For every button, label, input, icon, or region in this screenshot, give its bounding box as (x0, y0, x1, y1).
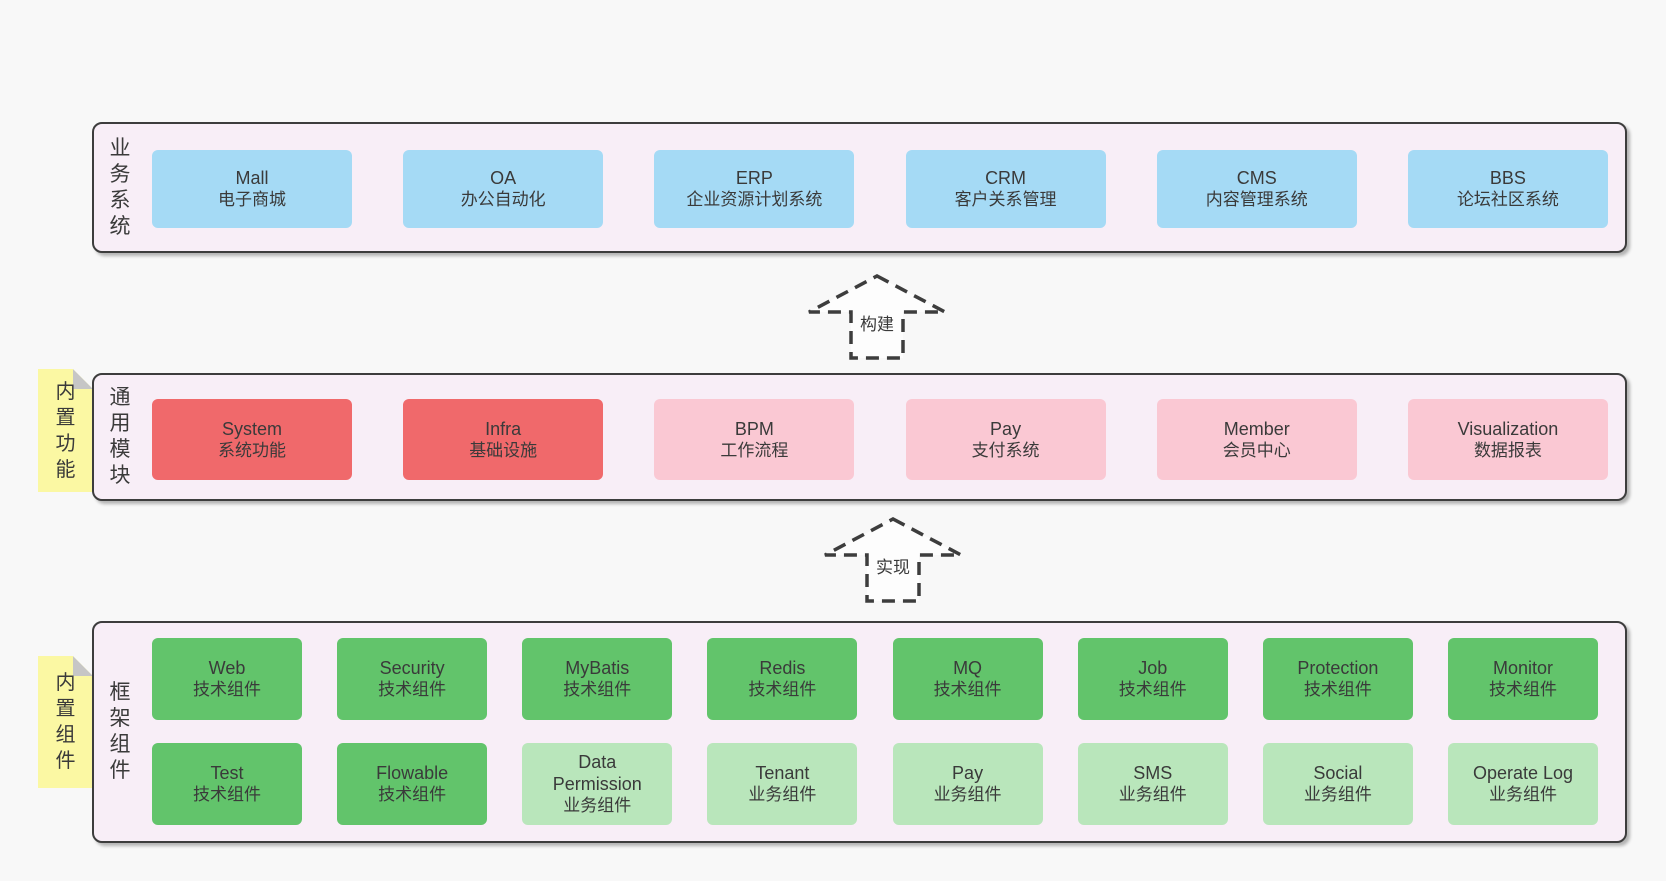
arrow-implement-label: 实现 (873, 553, 913, 578)
box-title: Mall (235, 168, 269, 188)
box-subtitle: 内容管理系统 (1205, 190, 1308, 209)
box-subtitle: 企业资源计划系统 (686, 190, 823, 209)
arrow-implement: 实现 (823, 517, 963, 603)
box-flowable: Flowable 技术组件 (337, 743, 488, 825)
arrow-build: 构建 (807, 274, 947, 360)
box-erp: ERP 企业资源计划系统 (654, 150, 855, 228)
box-subtitle: 系统功能 (218, 440, 286, 460)
section-label-modules: 通用模块 (109, 385, 131, 488)
box-system: System 系统功能 (152, 399, 352, 480)
box-subtitle: 工作流程 (720, 440, 789, 460)
box-test: Test 技术组件 (152, 743, 302, 825)
section-label-business: 业务系统 (109, 136, 131, 238)
arrow-build-label: 构建 (857, 310, 897, 335)
box-title: MQ (953, 658, 983, 678)
box-subtitle: 技术组件 (378, 680, 447, 699)
box-subtitle: 技术组件 (193, 785, 261, 804)
box-subtitle: 数据报表 (1473, 440, 1542, 460)
section-label-framework: 框架组件 (109, 680, 131, 783)
box-title: ERP (735, 168, 773, 188)
box-cms: CMS 内容管理系统 (1156, 150, 1357, 228)
box-title: Job (1138, 658, 1168, 678)
box-subtitle: 技术组件 (193, 680, 261, 699)
box-mq: MQ 技术组件 (892, 638, 1043, 720)
box-subtitle: 业务组件 (563, 796, 632, 815)
box-title: Member (1223, 418, 1290, 439)
box-title: MyBatis (565, 658, 630, 678)
box-subtitle: 业务组件 (1303, 785, 1372, 804)
section-common-modules: 通用模块 System 系统功能 Infra 基础设施 BPM 工作流程 Pay… (92, 373, 1627, 501)
sticky-built-in-features: 内置功能 (38, 369, 93, 492)
box-bpm: BPM 工作流程 (654, 399, 855, 480)
box-subtitle: 技术组件 (933, 680, 1002, 699)
box-member: Member 会员中心 (1156, 399, 1357, 480)
box-title: Flowable (376, 763, 449, 783)
box-subtitle: 技术组件 (1303, 680, 1372, 699)
box-subtitle: 业务组件 (1118, 785, 1187, 804)
box-title: System (221, 418, 282, 439)
box-title: Test (210, 763, 244, 783)
section-framework-components: 框架组件 Web 技术组件 Security 技术组件 MyBatis 技术组件… (92, 621, 1627, 843)
box-title: Redis (759, 658, 806, 678)
box-subtitle: 电子商城 (218, 190, 286, 209)
box-title: Data Permission (552, 752, 642, 794)
box-subtitle: 技术组件 (378, 785, 447, 804)
box-sms: SMS 业务组件 (1077, 743, 1228, 825)
box-mall: Mall 电子商城 (152, 150, 352, 228)
sticky-label: 内置功能 (55, 380, 76, 481)
box-title: Operate Log (1472, 763, 1574, 783)
box-protection: Protection 技术组件 (1262, 638, 1413, 720)
box-subtitle: 支付系统 (971, 440, 1040, 460)
box-subtitle: 技术组件 (1488, 680, 1557, 699)
sticky-label: 内置组件 (55, 672, 76, 772)
box-bbs: BBS 论坛社区系统 (1407, 150, 1608, 228)
box-title: Monitor (1492, 658, 1553, 678)
box-security: Security 技术组件 (337, 638, 488, 720)
box-subtitle: 论坛社区系统 (1456, 190, 1559, 209)
box-title: Visualization (1457, 418, 1559, 439)
box-subtitle: 办公自动化 (460, 190, 546, 209)
box-subtitle: 业务组件 (748, 785, 817, 804)
box-title: Pay (990, 418, 1022, 439)
box-mybatis: MyBatis 技术组件 (522, 638, 673, 720)
box-subtitle: 客户关系管理 (954, 190, 1057, 209)
box-title: Pay (952, 763, 984, 783)
sticky-built-in-components: 内置组件 (38, 656, 93, 788)
box-title: Web (208, 658, 246, 678)
box-monitor: Monitor 技术组件 (1447, 638, 1598, 720)
box-social: Social 业务组件 (1262, 743, 1413, 825)
box-title: Security (379, 658, 445, 678)
box-subtitle: 技术组件 (748, 680, 817, 699)
box-redis: Redis 技术组件 (707, 638, 858, 720)
box-title: SMS (1133, 763, 1173, 783)
box-visualization: Visualization 数据报表 (1407, 399, 1608, 480)
box-title: Social (1313, 763, 1363, 783)
box-pay-module: Pay 支付系统 (905, 399, 1106, 480)
box-infra: Infra 基础设施 (403, 399, 604, 480)
box-subtitle: 基础设施 (469, 440, 538, 460)
box-title: Infra (485, 418, 522, 439)
box-pay-component: Pay 业务组件 (892, 743, 1043, 825)
box-title: CMS (1236, 168, 1277, 188)
box-title: Tenant (755, 763, 810, 783)
box-web: Web 技术组件 (152, 638, 302, 720)
box-oa: OA 办公自动化 (403, 150, 604, 228)
box-title: BPM (734, 418, 774, 439)
box-title: Protection (1297, 658, 1379, 678)
box-subtitle: 会员中心 (1222, 440, 1291, 460)
box-crm: CRM 客户关系管理 (905, 150, 1106, 228)
box-job: Job 技术组件 (1077, 638, 1228, 720)
box-title: CRM (985, 168, 1027, 188)
box-tenant: Tenant 业务组件 (707, 743, 858, 825)
box-operate-log: Operate Log 业务组件 (1447, 743, 1598, 825)
box-subtitle: 技术组件 (563, 680, 632, 699)
section-business-systems: 业务系统 Mall 电子商城 OA 办公自动化 ERP 企业资源计划系统 CRM… (92, 122, 1627, 253)
box-subtitle: 业务组件 (1488, 785, 1557, 804)
box-subtitle: 技术组件 (1118, 680, 1187, 699)
box-data-permission: Data Permission 业务组件 (522, 743, 673, 825)
box-title: OA (490, 168, 517, 188)
box-title: BBS (1489, 168, 1526, 188)
box-subtitle: 业务组件 (933, 785, 1002, 804)
